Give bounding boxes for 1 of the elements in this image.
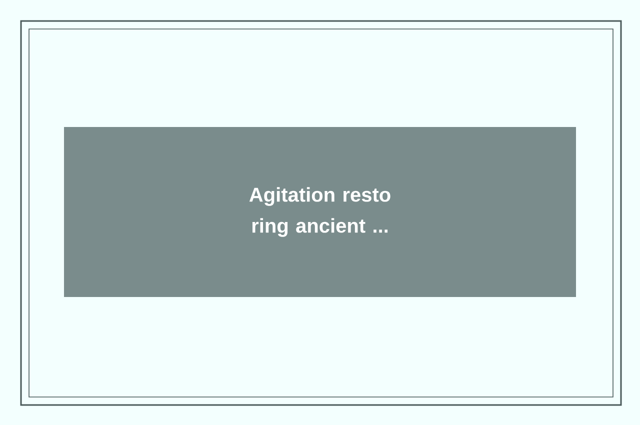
text-box: Agitation resto ring ancient ... — [64, 127, 576, 297]
